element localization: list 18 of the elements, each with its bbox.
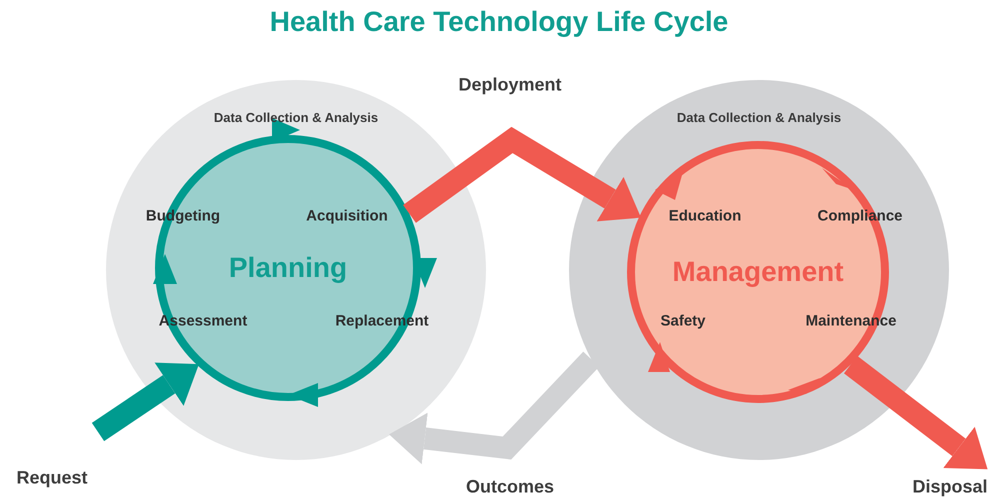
flow-arrow [403, 126, 641, 223]
step-label: Acquisition [306, 208, 388, 224]
phase-title: Planning [228, 252, 348, 284]
flow-arrow [92, 362, 199, 442]
diagram-title: Health Care Technology Life Cycle [270, 6, 728, 38]
circle-caption: Data Collection & Analysis [214, 110, 378, 125]
edge-label: Request [16, 468, 88, 488]
edge-label: Outcomes [466, 476, 554, 498]
edge-label: Disposal [912, 476, 988, 498]
flow-arrow [844, 356, 988, 470]
phase-title: Management [672, 256, 844, 288]
step-label: Education [668, 208, 742, 224]
circle-caption: Data Collection & Analysis [676, 110, 842, 125]
flow-arrow [389, 352, 600, 464]
step-label: Compliance [817, 208, 903, 224]
step-label: Maintenance [806, 312, 896, 330]
step-label: Safety [660, 312, 706, 330]
edge-label: Deployment [458, 74, 562, 96]
